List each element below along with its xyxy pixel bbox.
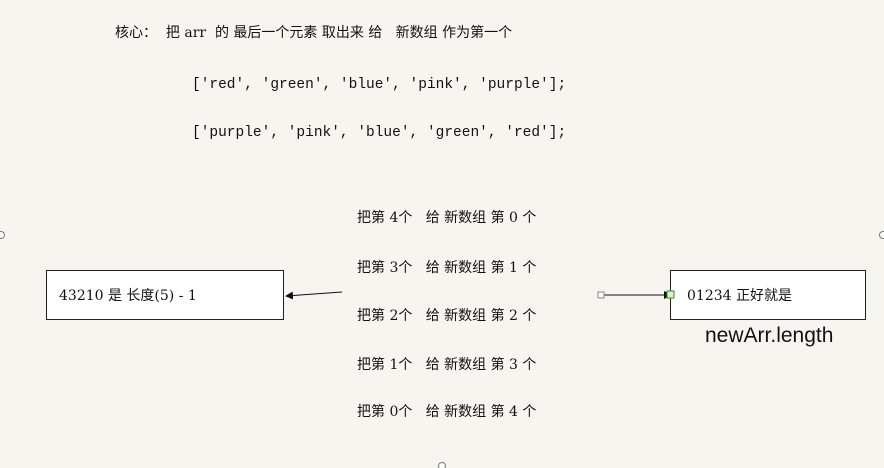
step-line: 把第 0个 给 新数组 第 4 个 bbox=[357, 404, 537, 420]
source-index-text: 43210 是 长度(5) - 1 bbox=[59, 288, 197, 304]
canvas-handle-right[interactable] bbox=[879, 231, 884, 239]
target-index-box: 01234 正好就是 bbox=[670, 270, 866, 320]
step-line: 把第 4个 给 新数组 第 0 个 bbox=[357, 210, 537, 226]
step-line: 把第 3个 给 新数组 第 1 个 bbox=[357, 260, 537, 276]
step-line: 把第 2个 给 新数组 第 2 个 bbox=[357, 308, 537, 324]
step-line: 把第 1个 给 新数组 第 3 个 bbox=[357, 357, 537, 373]
target-index-text: 01234 正好就是 bbox=[687, 288, 792, 304]
connector-start-handle[interactable] bbox=[597, 291, 605, 299]
canvas-handle-left[interactable] bbox=[0, 231, 5, 239]
left-connector-arrow bbox=[285, 291, 343, 300]
reversed-array-code: ['purple', 'pink', 'blue', 'green', 'red… bbox=[192, 125, 567, 141]
original-array-code: ['red', 'green', 'blue', 'pink', 'purple… bbox=[192, 77, 567, 93]
canvas-handle-bottom[interactable] bbox=[438, 462, 446, 468]
source-index-box: 43210 是 长度(5) - 1 bbox=[46, 270, 284, 320]
new-arr-length-caption: newArr.length bbox=[705, 324, 834, 347]
core-title: 核心： 把 arr 的 最后一个元素 取出来 给 新数组 作为第一个 bbox=[115, 25, 513, 41]
